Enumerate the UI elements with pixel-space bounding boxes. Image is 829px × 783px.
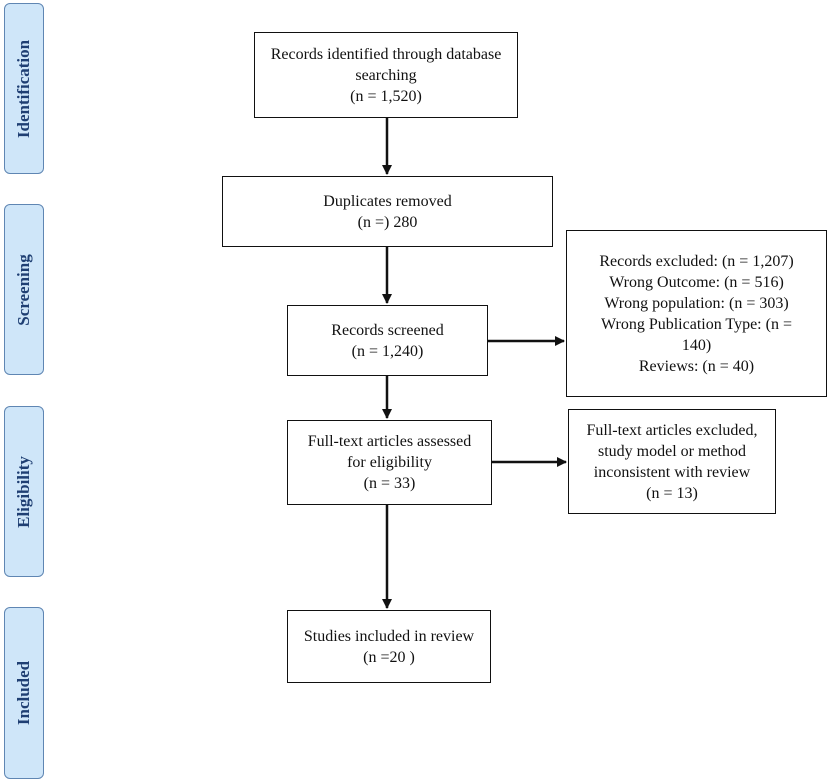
records-excluded-line-3: Wrong population: (n = 303): [604, 294, 789, 312]
phase-identification: Identification: [4, 3, 44, 174]
fulltext-excluded-box: Full-text articles excluded, study model…: [568, 409, 776, 514]
phase-included: Included: [4, 607, 44, 779]
duplicates-removed-line-1: Duplicates removed: [323, 192, 452, 210]
records-screened-box: Records screened (n = 1,240): [287, 305, 488, 376]
records-identified-box: Records identified through database sear…: [254, 32, 518, 118]
fulltext-excluded-line-1: Full-text articles excluded,: [586, 421, 758, 439]
duplicates-removed-line-2: (n =) 280: [357, 213, 418, 231]
phase-identification-label: Identification: [14, 39, 33, 138]
records-excluded-line-1: Records excluded: (n = 1,207): [599, 252, 794, 270]
records-excluded-line-4: Wrong Publication Type: (n =: [601, 315, 792, 333]
fulltext-assessed-box: Full-text articles assessed for eligibil…: [287, 420, 492, 505]
records-screened-line-2: (n = 1,240): [351, 342, 424, 360]
records-excluded-line-2: Wrong Outcome: (n = 516): [609, 273, 784, 291]
phase-included-label: Included: [14, 660, 33, 726]
fulltext-excluded-line-2: study model or method: [598, 442, 746, 460]
fulltext-assessed-line-2: for eligibility: [347, 454, 432, 471]
fulltext-assessed-line-3: (n = 33): [363, 475, 416, 492]
records-identified-line-3: (n = 1,520): [350, 87, 422, 105]
fulltext-excluded-line-3: inconsistent with review: [593, 463, 751, 481]
studies-included-box: Studies included in review (n =20 ): [287, 610, 491, 683]
records-identified-line-2: searching: [355, 66, 417, 84]
fulltext-excluded-line-4: (n = 13): [646, 484, 698, 502]
studies-included-line-1: Studies included in review: [303, 627, 475, 645]
records-excluded-line-5: 140): [681, 336, 712, 354]
records-identified-line-1: Records identified through database: [270, 45, 502, 63]
records-excluded-box: Records excluded: (n = 1,207) Wrong Outc…: [566, 230, 827, 397]
records-excluded-line-6: Reviews: (n = 40): [638, 357, 755, 375]
fulltext-assessed-line-1: Full-text articles assessed: [307, 433, 472, 450]
studies-included-line-2: (n =20 ): [363, 648, 415, 666]
phase-screening-label: Screening: [14, 253, 33, 326]
phase-screening: Screening: [4, 204, 44, 375]
duplicates-removed-box: Duplicates removed (n =) 280: [222, 176, 553, 247]
phase-eligibility-label: Eligibility: [14, 455, 33, 528]
phase-eligibility: Eligibility: [4, 406, 44, 577]
records-screened-line-1: Records screened: [331, 321, 444, 339]
